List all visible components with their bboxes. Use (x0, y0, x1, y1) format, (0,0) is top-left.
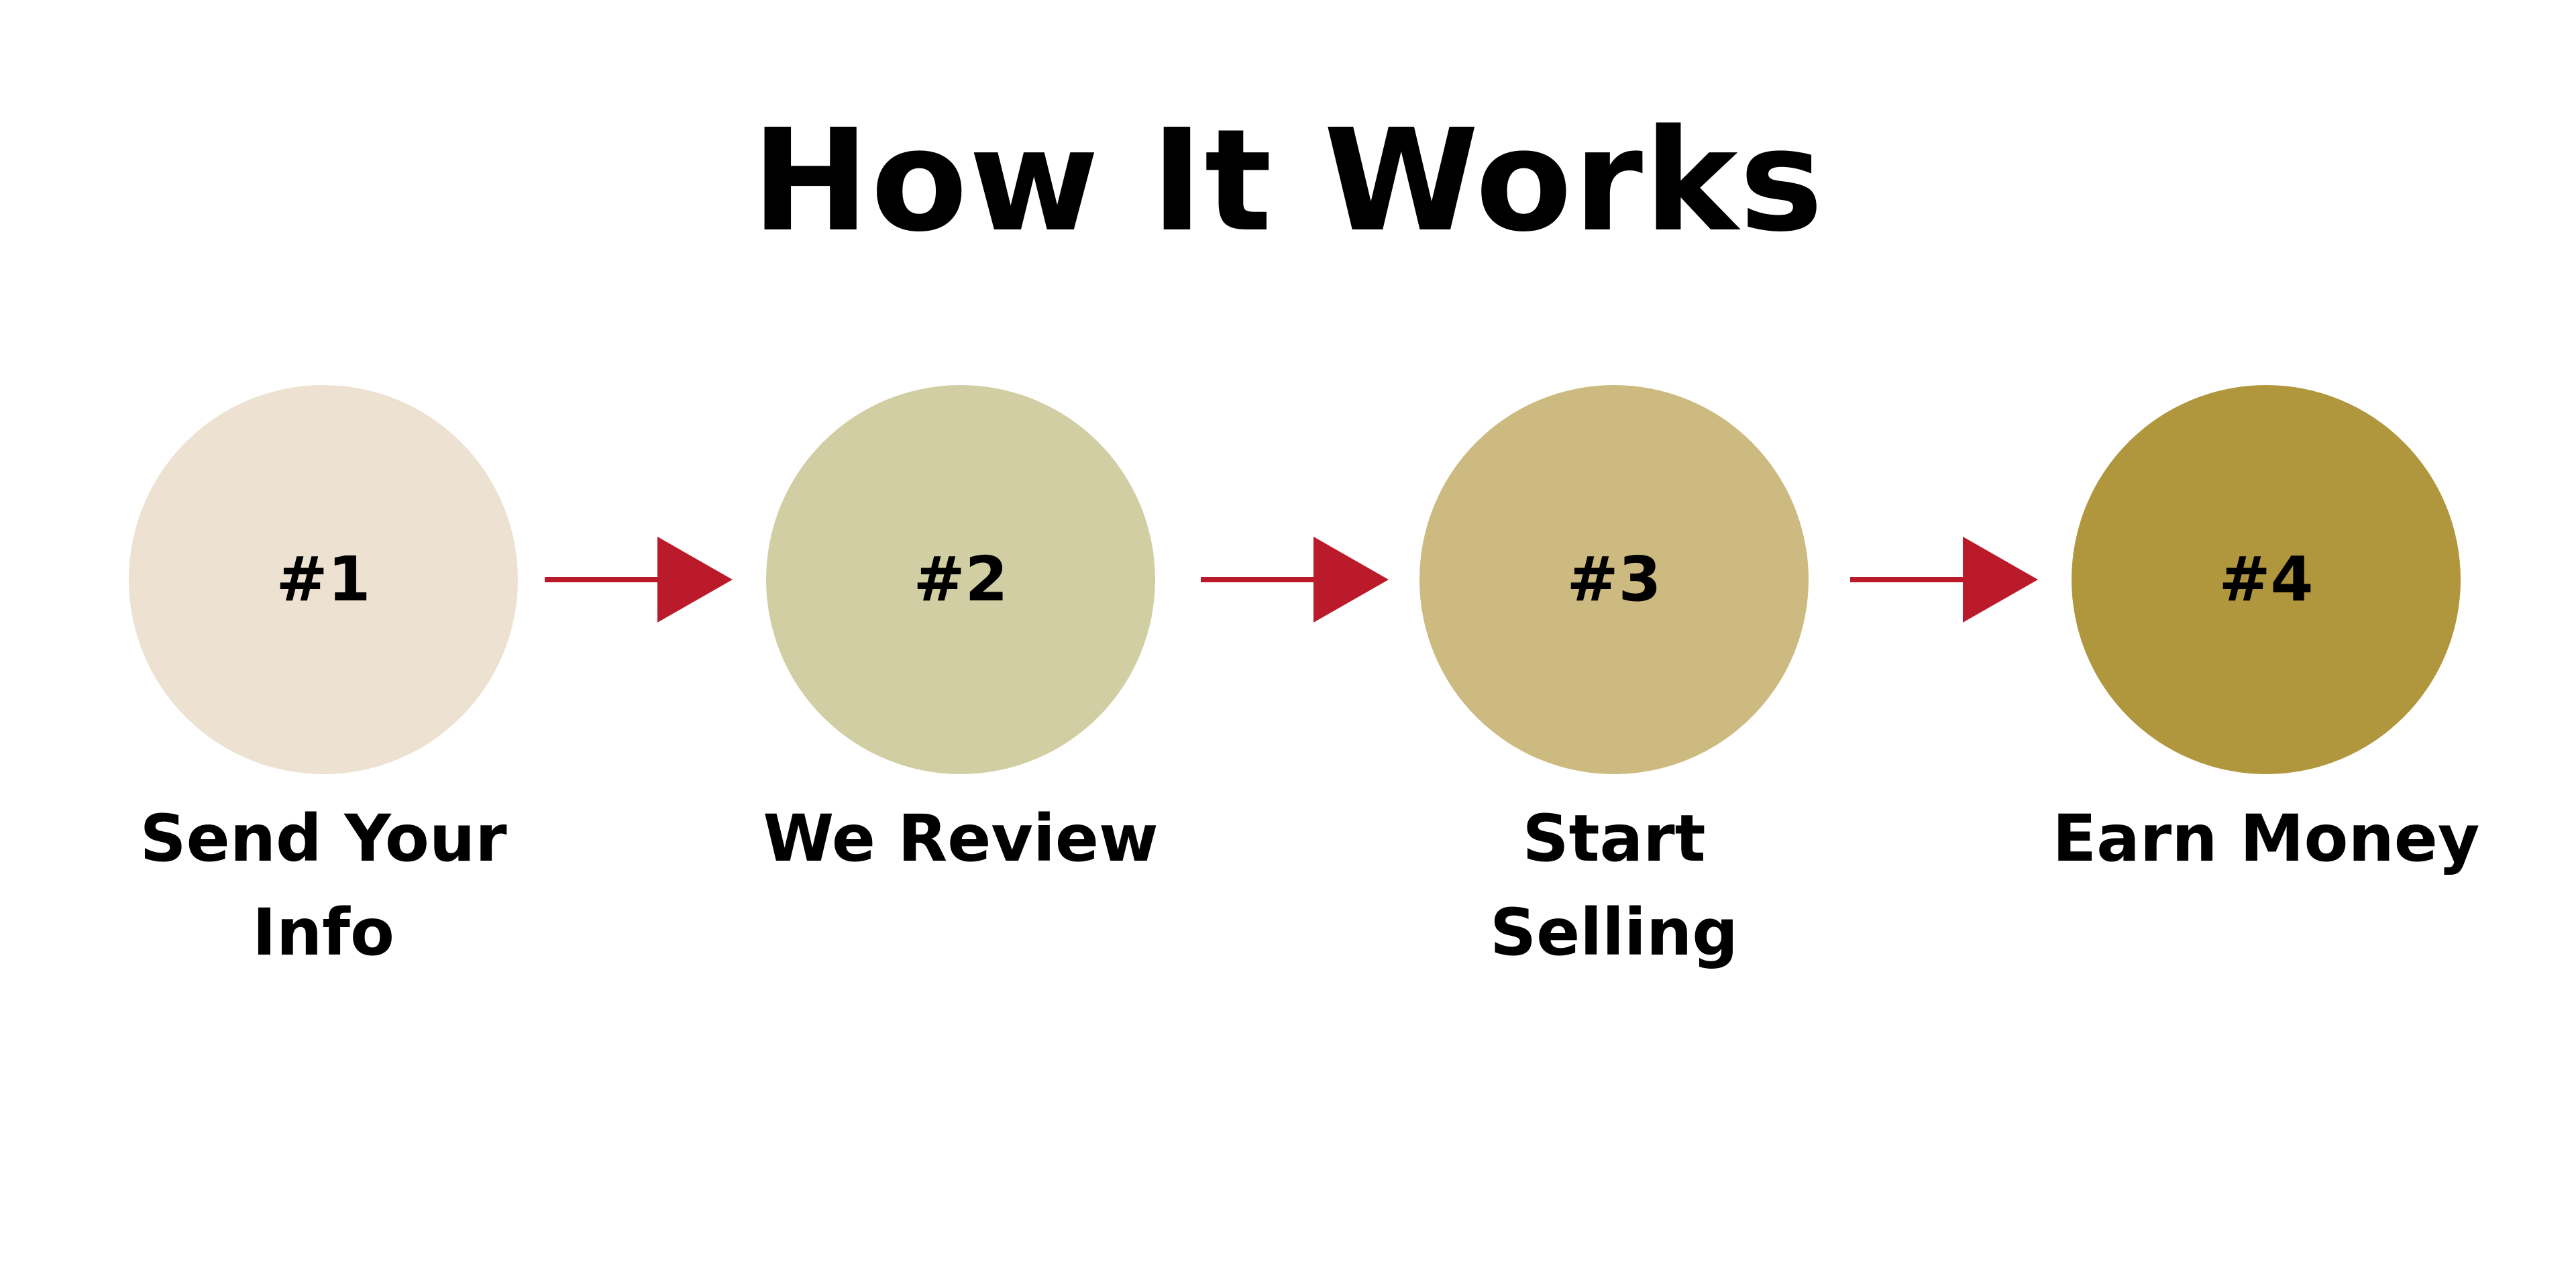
arrow-right-icon (545, 537, 733, 623)
step-3-label: Start Selling (1399, 792, 1829, 979)
step-4-number: #4 (2218, 543, 2314, 615)
step-3-label-line-1: Start Selling (1489, 801, 1739, 970)
step-1-circle: #1 (129, 385, 518, 774)
step-4-label: Earn Money (2051, 792, 2481, 885)
step-1-number: #1 (276, 543, 371, 615)
step-2-number: #2 (913, 543, 1008, 615)
step-2-label-line-1: We Review (763, 801, 1159, 876)
step-3-number: #3 (1566, 543, 1662, 615)
step-1-label: Send Your Info (109, 792, 538, 979)
step-4-circle: #4 (2072, 385, 2461, 774)
page-title: How It Works (751, 99, 1825, 263)
arrow-right-icon (1201, 537, 1389, 623)
step-2-circle: #2 (766, 385, 1155, 774)
step-2-label: We Review (746, 792, 1175, 885)
step-1-label-line-2: Info (252, 895, 394, 970)
arrow-right-icon (1850, 537, 2038, 623)
step-1-label-line-1: Send Your (140, 801, 507, 876)
step-3-circle: #3 (1419, 385, 1809, 774)
step-4-label-line-1: Earn Money (2052, 801, 2480, 876)
